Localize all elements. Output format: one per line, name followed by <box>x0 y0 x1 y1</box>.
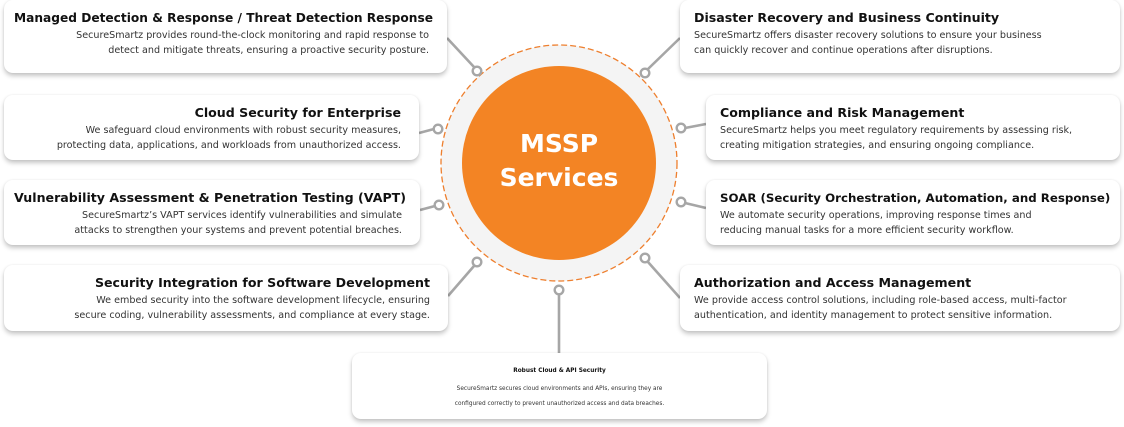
node-mdr <box>471 65 483 77</box>
hub-label: MSSP Services <box>459 127 659 195</box>
connector-compliance <box>684 122 707 130</box>
description-line: protecting data, applications, and workl… <box>56 139 401 151</box>
description-line: can quickly recover and continue operati… <box>694 44 993 56</box>
description-line: We provide access control solutions, inc… <box>694 295 1067 306</box>
connector-disaster-recovery <box>647 37 681 70</box>
description-line: SecureSmartz’s VAPT services identify vu… <box>82 210 402 221</box>
node-secure-dev <box>471 256 483 268</box>
description-line: SecureSmartz helps you meet regulatory r… <box>720 125 1073 136</box>
service-card-disaster-recovery: Disaster Recovery and Business Continuit… <box>680 0 1120 73</box>
service-card-cloud-api: Robust Cloud & API Security SecureSmartz… <box>352 353 767 419</box>
connectors <box>418 37 707 353</box>
description-line: creating mitigation strategies, and ensu… <box>720 139 1035 151</box>
service-title: Managed Detection & Response / Threat De… <box>14 11 433 25</box>
service-title: Authorization and Access Management <box>694 275 972 290</box>
service-title: Robust Cloud & API Security <box>513 368 606 374</box>
connector-iam <box>647 261 681 299</box>
connector-mdr <box>446 37 475 68</box>
description-line: secure coding, vulnerability assessments… <box>74 309 430 321</box>
description-line: We embed security into the software deve… <box>96 295 430 306</box>
service-description: We provide access control solutions, inc… <box>694 294 1110 323</box>
description-line: SecureSmartz secures cloud environments … <box>456 386 663 392</box>
service-title: Compliance and Risk Management <box>720 105 965 120</box>
service-description: SecureSmartz’s VAPT services identify vu… <box>14 209 402 238</box>
service-description: SecureSmartz offers disaster recovery so… <box>694 29 1110 58</box>
description-line: attacks to strengthen your systems and p… <box>74 224 402 236</box>
service-title: Vulnerability Assessment & Penetration T… <box>14 190 407 205</box>
service-card-cloud-enterprise: Cloud Security for Enterprise We safegua… <box>4 95 419 160</box>
service-title: Cloud Security for Enterprise <box>194 105 401 120</box>
description-line: reducing manual tasks for a more efficie… <box>720 224 1014 236</box>
service-card-compliance: Compliance and Risk Management SecureSma… <box>706 95 1120 160</box>
description-line: We safeguard cloud environments with rob… <box>85 125 401 136</box>
description-line: authentication, and identity management … <box>694 309 1053 321</box>
service-card-vapt: Vulnerability Assessment & Penetration T… <box>4 180 420 245</box>
connector-secure-dev <box>447 265 475 297</box>
service-card-mdr: Managed Detection & Response / Threat De… <box>4 0 447 73</box>
node-cloud-api <box>553 284 565 296</box>
service-title: Security Integration for Software Develo… <box>94 275 430 290</box>
hub-core <box>462 66 656 260</box>
hub-label-line2: Services <box>499 163 619 192</box>
service-description: We embed security into the software deve… <box>14 294 430 323</box>
service-card-secure-dev: Security Integration for Software Develo… <box>4 265 448 331</box>
node-cloud-enterprise <box>432 123 444 135</box>
node-soar <box>675 196 687 208</box>
service-description: We automate security operations, improvi… <box>720 209 1110 238</box>
service-card-iam: Authorization and Access Management We p… <box>680 265 1120 331</box>
node-compliance <box>675 122 687 134</box>
description-line: detect and mitigate threats, ensuring a … <box>108 44 429 56</box>
hub-label-line1: MSSP <box>519 129 599 158</box>
service-title: Disaster Recovery and Business Continuit… <box>694 10 1000 25</box>
description-line: We automate security operations, improvi… <box>720 210 1032 221</box>
node-iam <box>639 252 651 264</box>
service-description: We safeguard cloud environments with rob… <box>14 124 401 153</box>
service-card-soar: SOAR (Security Orchestration, Automation… <box>706 180 1120 245</box>
description-line: configured correctly to prevent unauthor… <box>454 400 665 407</box>
connector-nodes <box>432 65 687 296</box>
connector-cloud-enterprise <box>418 127 435 135</box>
connector-vapt <box>419 204 436 212</box>
node-disaster-recovery <box>639 67 651 79</box>
description-line: SecureSmartz offers disaster recovery so… <box>694 30 1042 41</box>
service-description: SecureSmartz provides round-the-clock mo… <box>14 29 429 58</box>
service-title: SOAR (Security Orchestration, Automation… <box>720 191 1111 205</box>
service-description: SecureSmartz secures cloud environments … <box>362 382 757 411</box>
description-line: SecureSmartz provides round-the-clock mo… <box>76 30 429 41</box>
node-vapt <box>433 199 445 211</box>
connector-soar <box>684 201 707 210</box>
service-description: SecureSmartz helps you meet regulatory r… <box>720 124 1110 153</box>
